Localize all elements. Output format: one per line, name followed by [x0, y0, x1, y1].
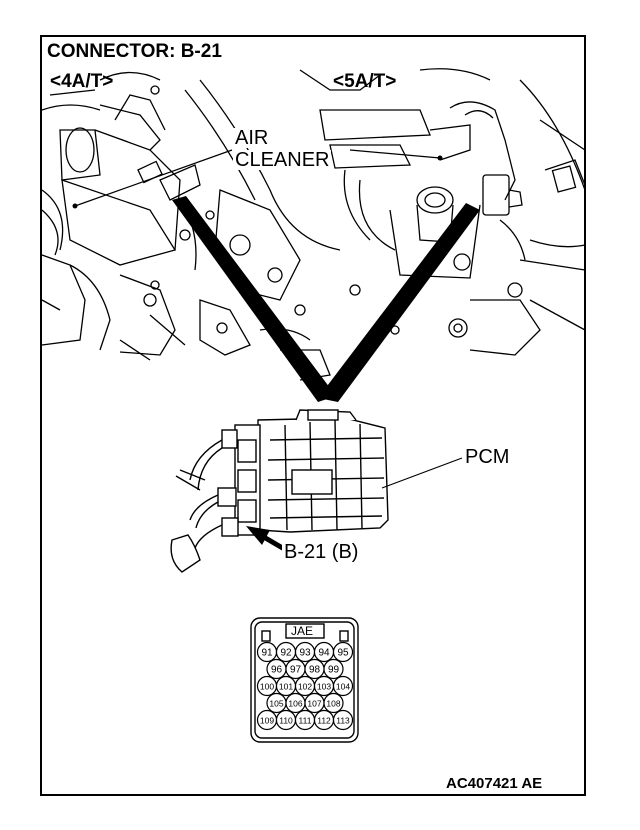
engine-bay-drawing	[41, 68, 586, 381]
connector-face-diagram	[250, 617, 359, 743]
pin-label-93: 93	[299, 648, 311, 659]
pin-95	[332, 641, 354, 663]
variant-5at-label: <5A/T>	[333, 71, 397, 92]
pin-label-104: 104	[336, 682, 350, 692]
pin-113	[332, 709, 354, 731]
wire-harness	[170, 439, 223, 573]
pin-label-107: 107	[307, 699, 321, 709]
pin-label-103: 103	[317, 682, 331, 692]
connector-maker-label: JAE	[291, 624, 314, 638]
air-cleaner-leader-right	[349, 149, 441, 159]
pointer-from-4at	[172, 196, 336, 402]
air-cleaner-label-line1: AIR	[233, 127, 271, 149]
pin-label-108: 108	[326, 699, 340, 709]
pin-label-98: 98	[309, 665, 321, 676]
pin-label-101: 101	[279, 682, 293, 692]
pin-label-92: 92	[280, 648, 292, 659]
pcm-leader	[381, 457, 463, 489]
pin-label-111: 111	[299, 716, 312, 726]
air-cleaner-label-line2: CLEANER	[233, 149, 332, 171]
figure-code: AC407421 AE	[446, 775, 543, 792]
pin-label-94: 94	[318, 648, 330, 659]
air-cleaner-leader-left	[74, 149, 233, 207]
pin-label-97: 97	[290, 665, 302, 676]
pin-99	[323, 658, 344, 680]
variant-4at-label: <4A/T>	[50, 71, 114, 92]
connector-pins: 91 92 93 94 95 96 97 98 99 100 101 102 103 104 105 106 1…	[256, 641, 354, 731]
pin-label-95: 95	[337, 648, 349, 659]
pin-label-106: 106	[288, 699, 302, 709]
pointer-from-5at	[318, 203, 480, 402]
pin-108	[323, 692, 344, 714]
pin-label-99: 99	[328, 665, 340, 676]
pin-label-100: 100	[260, 682, 274, 692]
pin-label-105: 105	[269, 699, 283, 709]
pin-label-96: 96	[271, 665, 283, 676]
connector-b21-label: B-21 (B)	[282, 541, 361, 563]
pcm-label: PCM	[465, 446, 510, 468]
pin-label-109: 109	[260, 716, 274, 726]
pin-label-110: 110	[279, 716, 293, 726]
pin-label-102: 102	[298, 682, 312, 692]
connector-title: CONNECTOR: B-21	[47, 41, 222, 62]
pin-label-112: 112	[317, 716, 331, 726]
pin-label-113: 113	[336, 716, 350, 726]
pin-label-91: 91	[261, 648, 273, 659]
pcm-unit	[217, 409, 389, 537]
pin-104	[332, 675, 354, 697]
